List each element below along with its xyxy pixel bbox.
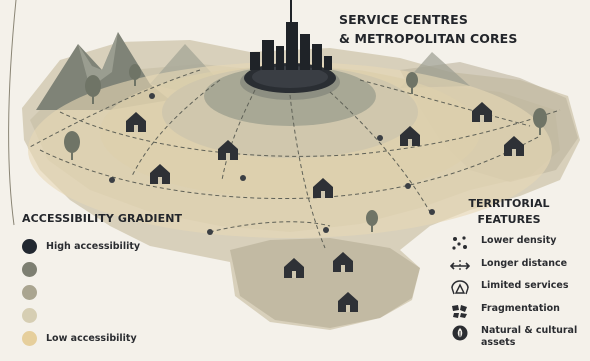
frame-curve [8, 0, 17, 226]
features-title-line-2: FEATURES [477, 213, 541, 226]
feature-natural-cultural-assets: Natural & cultural assets [450, 325, 590, 348]
legend-row-2 [22, 258, 182, 281]
territorial-features-title: TERRITORIAL FEATURES [450, 196, 568, 228]
title-line-2: & METROPOLITAN CORES [339, 31, 518, 46]
title-line-1: SERVICE CENTRES [339, 12, 468, 27]
trees [64, 64, 547, 232]
accessibility-legend-title: ACCESSIBILITY GRADIENT [22, 212, 183, 225]
nature-asset-icon [452, 325, 468, 341]
legend-label-5: Low accessibility [46, 333, 137, 344]
legend-swatch-5 [22, 331, 37, 346]
legend-swatch-2 [22, 262, 37, 277]
feature-label-longer-distance: Longer distance [481, 257, 568, 269]
features-title-line-1: TERRITORIAL [468, 197, 550, 210]
legend-row-3 [22, 281, 182, 304]
accessibility-rings [28, 62, 552, 238]
legend-row-4 [22, 304, 182, 327]
feature-label-natural-cultural-assets: Natural & cultural assets [481, 325, 578, 348]
connection-routes [27, 69, 561, 249]
city-skyline [250, 0, 332, 70]
feature-limited-services: Limited services [450, 280, 590, 303]
diagram-title: SERVICE CENTRES & METROPOLITAN CORES [339, 10, 517, 48]
territorial-features-legend: TERRITORIAL FEATURES Lower density Longe… [450, 196, 590, 348]
feature-label-fragmentation: Fragmentation [481, 302, 560, 314]
scattered-dots-icon [452, 236, 467, 250]
accessibility-legend: ACCESSIBILITY GRADIENT High accessibilit… [22, 212, 182, 350]
feature-lower-density: Lower density [450, 235, 590, 258]
route-nodes [109, 93, 435, 235]
limited-services-icon [451, 280, 469, 295]
distance-arrows-icon [450, 259, 470, 272]
legend-row-1: High accessibility [22, 235, 182, 258]
legend-row-5: Low accessibility [22, 327, 182, 350]
feature-longer-distance: Longer distance [450, 258, 590, 281]
houses [126, 102, 524, 312]
legend-label-1: High accessibility [46, 241, 141, 252]
feature-label-lower-density: Lower density [481, 235, 557, 246]
legend-swatch-4 [22, 308, 37, 323]
legend-swatch-1 [22, 239, 37, 254]
legend-swatch-3 [22, 285, 37, 300]
feature-fragmentation: Fragmentation [450, 303, 590, 326]
feature-label-limited-services: Limited services [481, 280, 569, 291]
fragmentation-icon [452, 304, 467, 318]
